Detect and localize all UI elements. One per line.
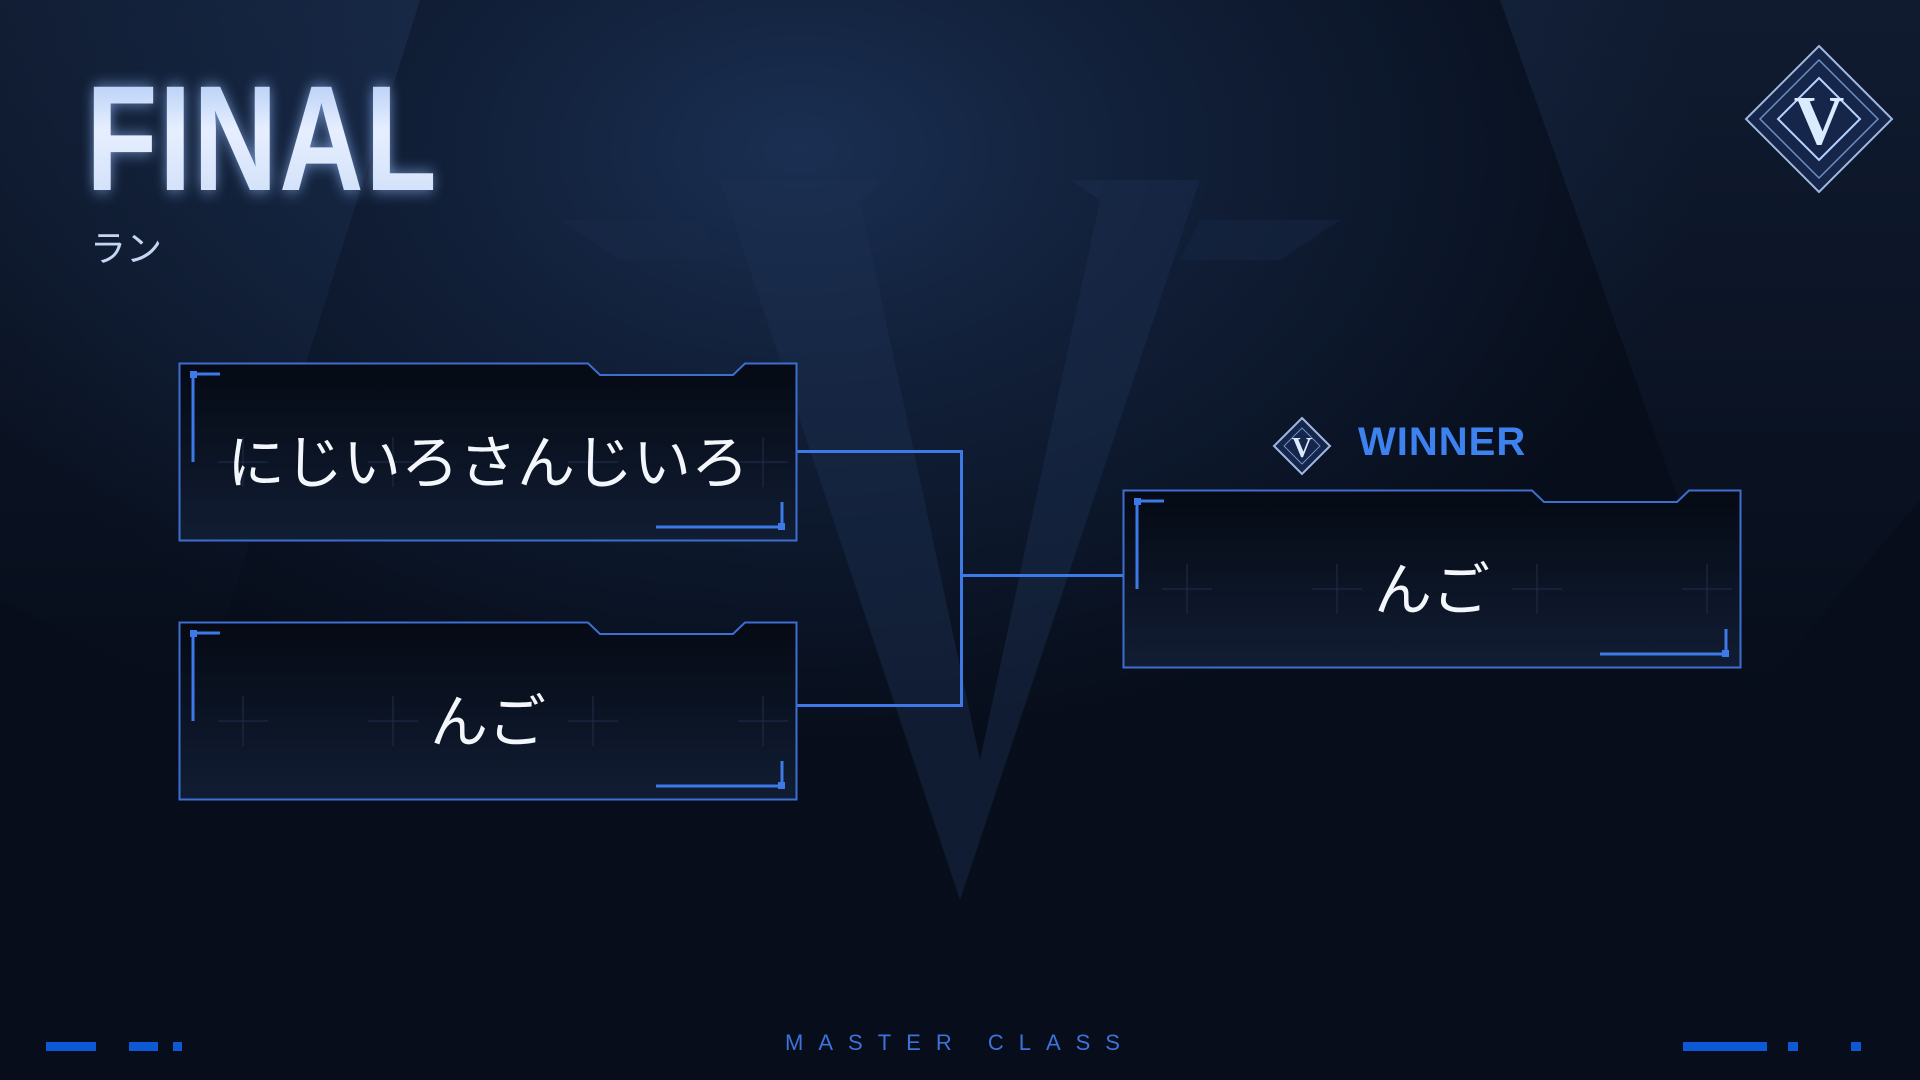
- v-watermark: [560, 180, 1340, 900]
- footer-bar: [129, 1042, 158, 1051]
- footer-brand: MASTER CLASS: [785, 1030, 1135, 1055]
- round-title: FINAL: [86, 52, 438, 225]
- round-subtitle: ラン: [90, 228, 163, 269]
- connector-final: [960, 574, 1123, 577]
- match-slot-1[interactable]: にじいろさんじいろ: [178, 362, 798, 542]
- winner-slot[interactable]: んご: [1122, 489, 1742, 669]
- footer-bar: [173, 1042, 182, 1051]
- connector-semi2: [796, 704, 962, 707]
- connector-semi1: [796, 450, 962, 453]
- footer-bar: [1788, 1042, 1798, 1051]
- match-slot-2[interactable]: んご: [178, 621, 798, 801]
- winner-name: んご: [1373, 558, 1490, 623]
- v-diamond-logo-icon: V: [1744, 44, 1894, 194]
- footer-bar: [1851, 1042, 1861, 1051]
- player-name: んご: [429, 690, 546, 755]
- svg-text:V: V: [1794, 83, 1845, 160]
- winner-label: WINNER: [1358, 420, 1527, 464]
- svg-text:V: V: [1292, 433, 1312, 464]
- v-diamond-icon: V: [1272, 416, 1332, 476]
- footer-bar: [1683, 1042, 1767, 1051]
- footer-bar: [46, 1042, 96, 1051]
- player-name: にじいろさんじいろ: [226, 431, 749, 496]
- connector-vertical: [960, 450, 963, 707]
